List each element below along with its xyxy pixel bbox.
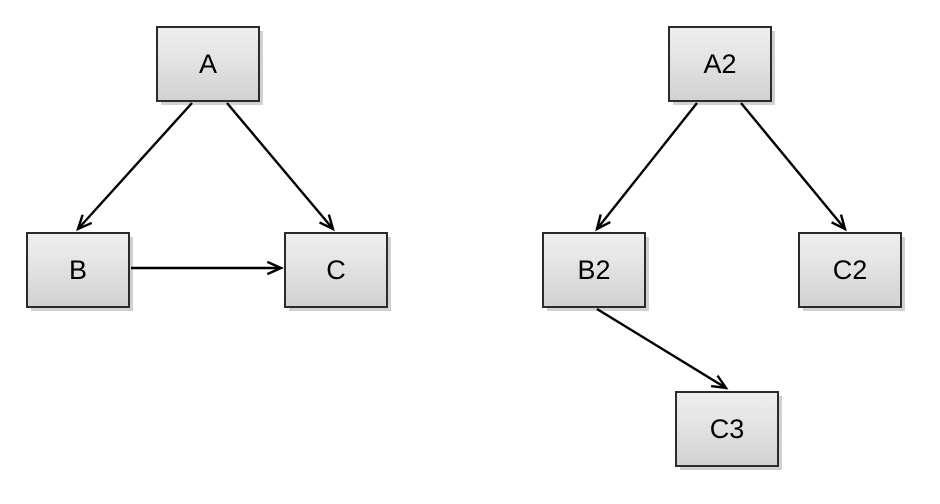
arrowhead-icon: [595, 214, 611, 232]
node-c[interactable]: C: [284, 232, 388, 308]
node-b[interactable]: B: [26, 232, 130, 308]
edge-line: [596, 102, 698, 230]
node-label: C2: [832, 254, 868, 285]
edge-b-c: [131, 260, 284, 276]
node-c3[interactable]: C3: [675, 391, 779, 467]
arrowhead-icon: [318, 214, 335, 232]
node-label: C3: [709, 413, 745, 444]
edge-line: [596, 307, 727, 390]
edge-a-c: [226, 102, 335, 232]
node-label: A: [198, 48, 217, 79]
arrowhead-icon: [266, 260, 284, 276]
edge-a-b: [76, 102, 193, 232]
node-label: C: [326, 254, 346, 285]
node-b2[interactable]: B2: [542, 232, 646, 308]
edge-b2-c3: [596, 307, 729, 390]
arrowhead-icon: [831, 214, 847, 232]
edge-line: [740, 102, 846, 230]
node-a[interactable]: A: [156, 26, 260, 102]
node-c2[interactable]: C2: [798, 232, 902, 308]
node-label: A2: [703, 48, 737, 79]
edge-a2-c2: [740, 102, 847, 232]
arrowhead-icon: [710, 374, 729, 390]
node-label: B: [68, 254, 87, 285]
arrowhead-icon: [76, 214, 93, 232]
node-label: B2: [577, 254, 611, 285]
edge-line: [77, 102, 193, 230]
edge-line: [226, 102, 334, 230]
node-a2[interactable]: A2: [668, 26, 772, 102]
edge-a2-b2: [595, 102, 698, 232]
